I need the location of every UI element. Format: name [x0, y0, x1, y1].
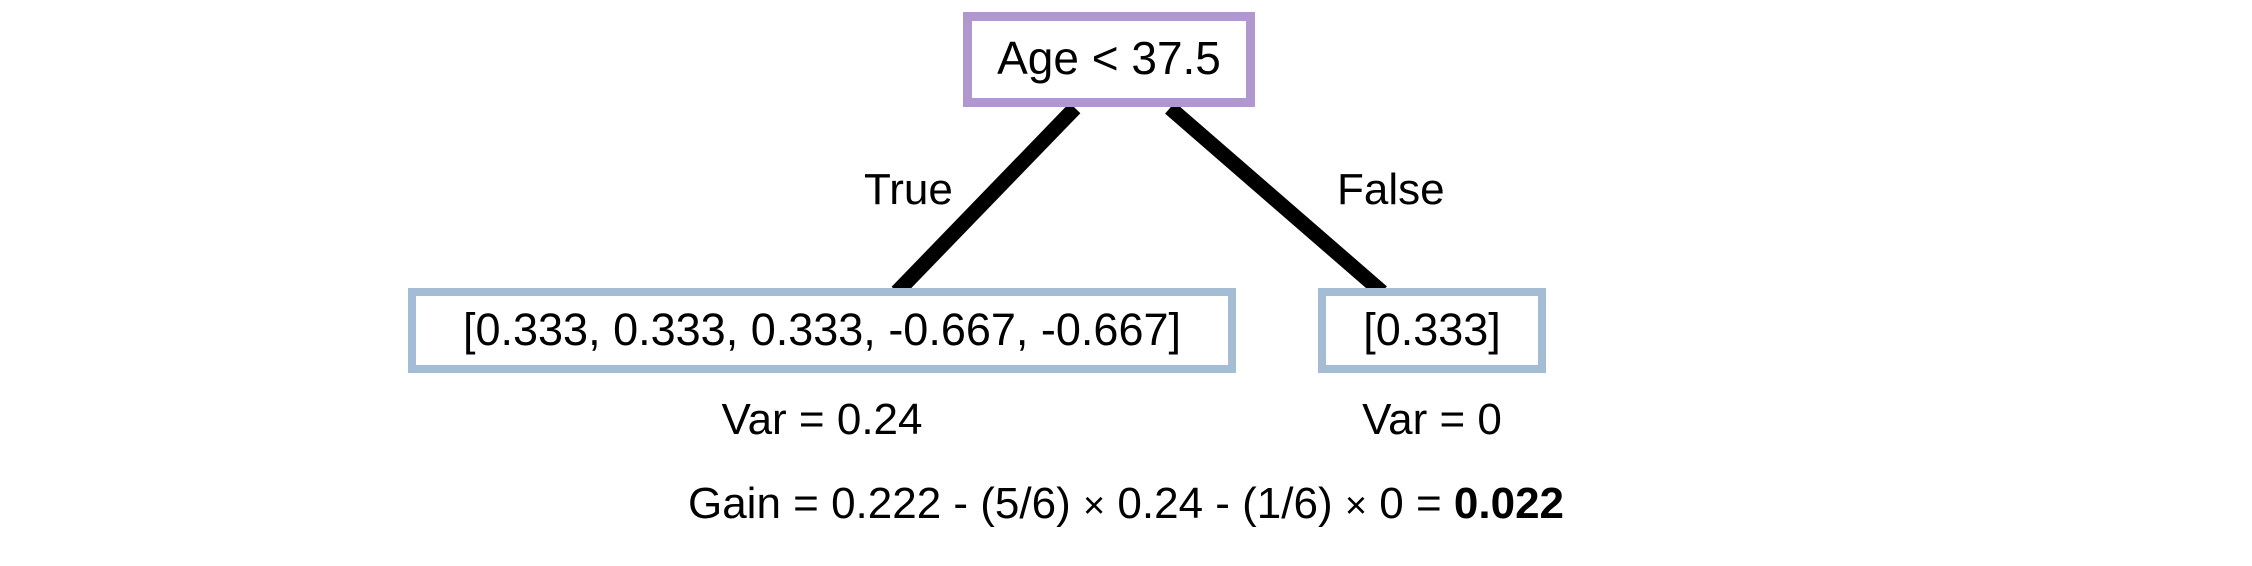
root-node[interactable]: Age < 37.5	[963, 12, 1255, 107]
multiplication-icon: ×	[1082, 485, 1106, 527]
leaf-node-right[interactable]: [0.333]	[1318, 288, 1546, 373]
leaf-node-left[interactable]: [0.333, 0.333, 0.333, -0.667, -0.667]	[408, 288, 1236, 373]
gain-formula-suffix: 0 =	[1367, 479, 1454, 528]
variance-label-left: Var = 0.24	[721, 395, 923, 444]
variance-label-right: Var = 0	[1362, 395, 1502, 444]
gain-formula-prefix: Gain = 0.222 - (5/6)	[687, 479, 1083, 528]
leaf-node-left-label: [0.333, 0.333, 0.333, -0.667, -0.667]	[462, 303, 1182, 355]
branch-label-false: False	[1337, 165, 1445, 214]
gain-formula-result: 0.022	[1453, 479, 1565, 528]
branch-label-true: True	[864, 165, 953, 214]
gain-formula-middle: 0.24 - (1/6)	[1105, 479, 1345, 528]
gain-formula: Gain = 0.222 - (5/6) × 0.24 - (1/6) × 0 …	[0, 482, 2252, 526]
root-node-label: Age < 37.5	[997, 32, 1221, 84]
leaf-node-right-label: [0.333]	[1363, 303, 1501, 355]
multiplication-icon: ×	[1344, 485, 1368, 527]
